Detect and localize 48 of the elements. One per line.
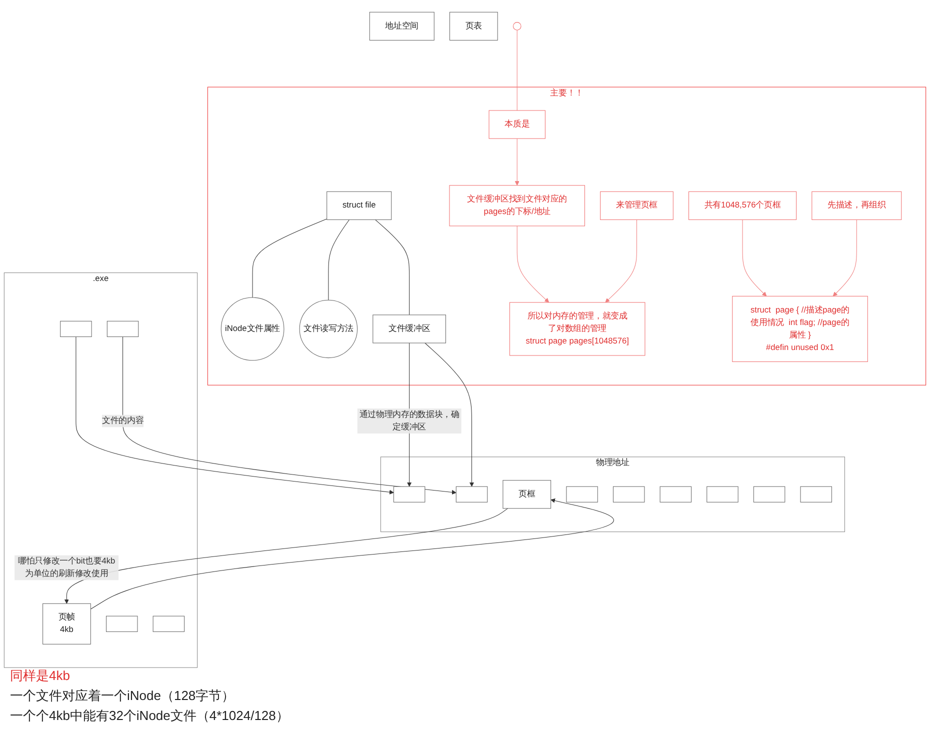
node-box: struct page { //描述page的使用情况 int flag; //page的属性 } #defin unused 0x1	[732, 296, 868, 362]
arrow	[516, 226, 550, 303]
node-box	[706, 486, 738, 503]
note-text: 一个个4kb中能有32个iNode文件（4*1024/128）	[10, 707, 289, 725]
node-box	[566, 486, 598, 503]
arrow	[122, 336, 456, 495]
connector	[374, 220, 410, 316]
edge-label: 文件的内容	[102, 416, 144, 426]
node-box	[106, 616, 138, 632]
node-box	[800, 486, 832, 503]
node-box	[152, 616, 185, 632]
node-box: 地址空间	[369, 12, 434, 41]
edge-label: 哪怕只修改一个bit也要4kb为单位的刷新修改使用	[18, 556, 116, 578]
node-circle	[512, 22, 522, 30]
node-box: 来管理页框	[600, 192, 674, 220]
node-box	[753, 486, 786, 503]
arrow	[76, 336, 394, 495]
node-box: 共有1048,576个页框	[688, 192, 797, 220]
note-text: 一个文件对应着一个iNode（128字节）	[10, 687, 236, 705]
node-box: 页框	[502, 480, 552, 509]
arrow	[90, 498, 614, 610]
node-circle: 文件读写方法	[299, 300, 358, 358]
node-box	[60, 321, 92, 338]
arrow	[64, 508, 508, 604]
note-text: 同样是4kb	[10, 667, 71, 685]
node-box	[106, 321, 139, 338]
arrow	[742, 220, 767, 297]
node-box: 页表	[449, 12, 498, 41]
arrow	[605, 220, 637, 303]
node-box	[660, 486, 692, 503]
node-box: 本质是	[488, 110, 546, 139]
node-box	[393, 486, 426, 503]
node-box: 页帧 4kb	[42, 603, 91, 645]
connector	[516, 30, 518, 111]
arrow	[832, 220, 857, 297]
connector	[252, 218, 328, 298]
edge-label: 通过物理内存的数据块，确定缓冲区	[359, 410, 460, 432]
node-circle: iNode文件属性	[220, 297, 284, 361]
connector	[328, 220, 350, 300]
node-box	[612, 486, 645, 503]
arrow	[514, 138, 520, 186]
arrow	[424, 342, 474, 487]
node-box: 所以对内存的管理，就变成了对数组的管理 struct page pages[1048576]	[509, 302, 646, 356]
node-box: 先描述，再组织	[812, 192, 902, 220]
node-box	[456, 486, 488, 503]
node-box: 文件缓冲区	[372, 314, 446, 344]
node-box: struct file	[326, 192, 392, 220]
node-box: 文件缓冲区找到文件对应的pages的下标/地址	[449, 185, 585, 226]
